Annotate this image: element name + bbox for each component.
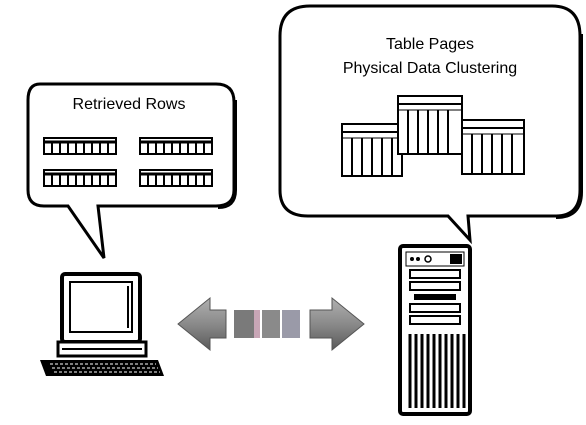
desktop-computer-icon [40, 272, 164, 376]
bidirectional-arrow-icon [177, 296, 365, 352]
retrieved-rows-label: Retrieved Rows [72, 96, 186, 113]
client-speech-bubble [26, 82, 237, 259]
table-page-icon [341, 123, 403, 177]
table-page-icon [397, 95, 463, 155]
row-icon [43, 137, 117, 155]
tower-server-icon [398, 244, 472, 416]
row-icon [139, 137, 213, 155]
physical-data-clustering-label: Physical Data Clustering [342, 60, 518, 77]
row-icon [43, 169, 117, 187]
table-pages-label: Table Pages [385, 36, 475, 53]
table-page-icon [461, 119, 525, 175]
row-icon [139, 169, 213, 187]
table-pages-icon [341, 95, 525, 177]
retrieved-rows-grid-icon [43, 137, 213, 187]
